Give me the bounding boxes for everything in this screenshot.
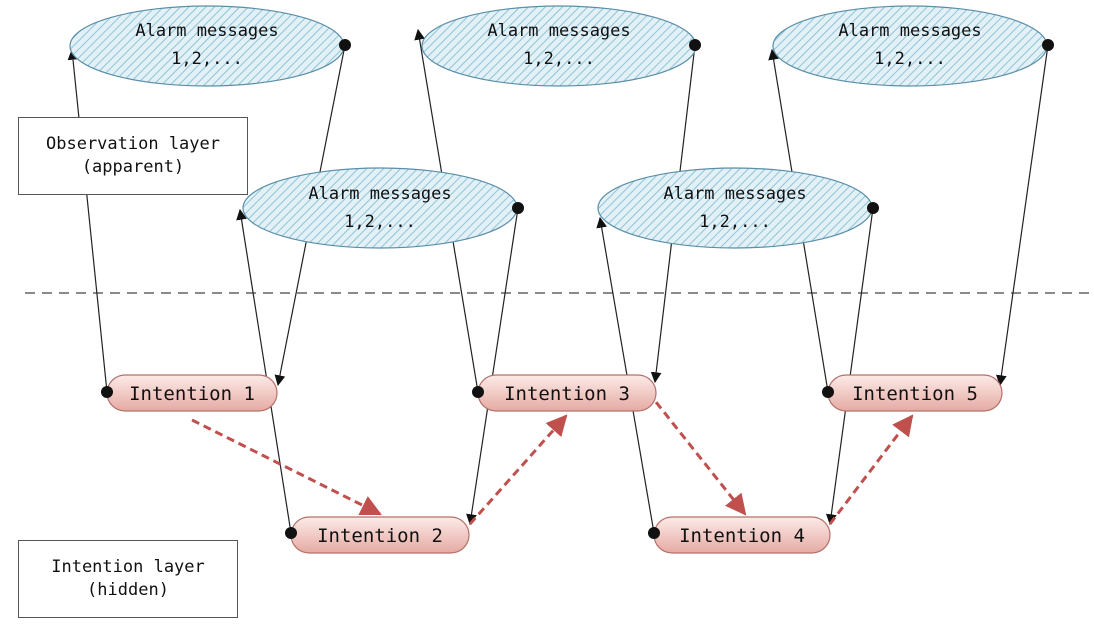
emission-lines <box>67 28 1049 534</box>
intention-node-2: Intention 2 <box>290 516 470 554</box>
observation-layer-label: Observation layer (apparent) <box>18 117 248 195</box>
intention-3-label: Intention 3 <box>504 383 630 405</box>
alarm-2-index: 1,2,... <box>344 212 416 232</box>
alarm-4-index: 1,2,... <box>699 212 771 232</box>
alarm-messages-3: Alarm messages 1,2,... <box>421 5 697 87</box>
dot-alarm-2 <box>512 202 524 214</box>
emission-line-4-down <box>825 207 874 526</box>
intention-node-4: Intention 4 <box>653 516 831 554</box>
alarm-4-title: Alarm messages <box>663 184 806 204</box>
intention-layer-title: Intention layer <box>51 557 205 578</box>
emission-line-2-down <box>466 207 519 526</box>
emission-line-5-down <box>996 44 1049 387</box>
alarm-messages-1: Alarm messages 1,2,... <box>69 5 345 87</box>
alarm-messages-5: Alarm messages 1,2,... <box>772 5 1048 87</box>
dot-intention-3 <box>472 386 484 398</box>
emission-line-1-up <box>67 48 108 393</box>
emission-line-2-up <box>236 208 292 534</box>
dot-intention-5 <box>822 386 834 398</box>
dot-alarm-1 <box>339 39 351 51</box>
intention-node-3: Intention 3 <box>477 374 657 412</box>
alarm-messages-2: Alarm messages 1,2,... <box>242 167 518 249</box>
observation-layer-subtitle: (apparent) <box>81 157 185 177</box>
intention-layer-subtitle: (hidden) <box>87 580 169 600</box>
alarm-3-title: Alarm messages <box>487 21 630 41</box>
intention-4-label: Intention 4 <box>679 525 805 547</box>
transition-1-2 <box>191 418 382 516</box>
intention-2-label: Intention 2 <box>317 525 443 547</box>
alarm-1-index: 1,2,... <box>171 49 243 69</box>
observation-layer-title: Observation layer <box>46 134 220 155</box>
dot-intention-1 <box>101 386 113 398</box>
dot-intention-2 <box>285 527 297 539</box>
dot-alarm-4 <box>867 202 879 214</box>
intention-1-label: Intention 1 <box>129 383 255 405</box>
transition-3-4 <box>646 391 747 516</box>
alarm-5-title: Alarm messages <box>838 21 981 41</box>
transition-arrows <box>191 391 914 525</box>
intention-node-5: Intention 5 <box>827 374 1003 412</box>
intention-5-label: Intention 5 <box>852 383 978 405</box>
dot-alarm-5 <box>1042 39 1054 51</box>
transition-4-5 <box>828 414 914 525</box>
intention-node-1: Intention 1 <box>106 374 278 412</box>
transition-2-3 <box>468 414 568 525</box>
alarm-3-index: 1,2,... <box>523 49 595 69</box>
connection-dots <box>101 39 1054 539</box>
dot-intention-4 <box>648 527 660 539</box>
intention-layer-label: Intention layer (hidden) <box>18 540 238 618</box>
alarm-2-title: Alarm messages <box>308 184 451 204</box>
alarm-1-title: Alarm messages <box>135 21 278 41</box>
alarm-5-index: 1,2,... <box>874 49 946 69</box>
dot-alarm-3 <box>689 39 701 51</box>
alarm-messages-4: Alarm messages 1,2,... <box>597 167 873 249</box>
